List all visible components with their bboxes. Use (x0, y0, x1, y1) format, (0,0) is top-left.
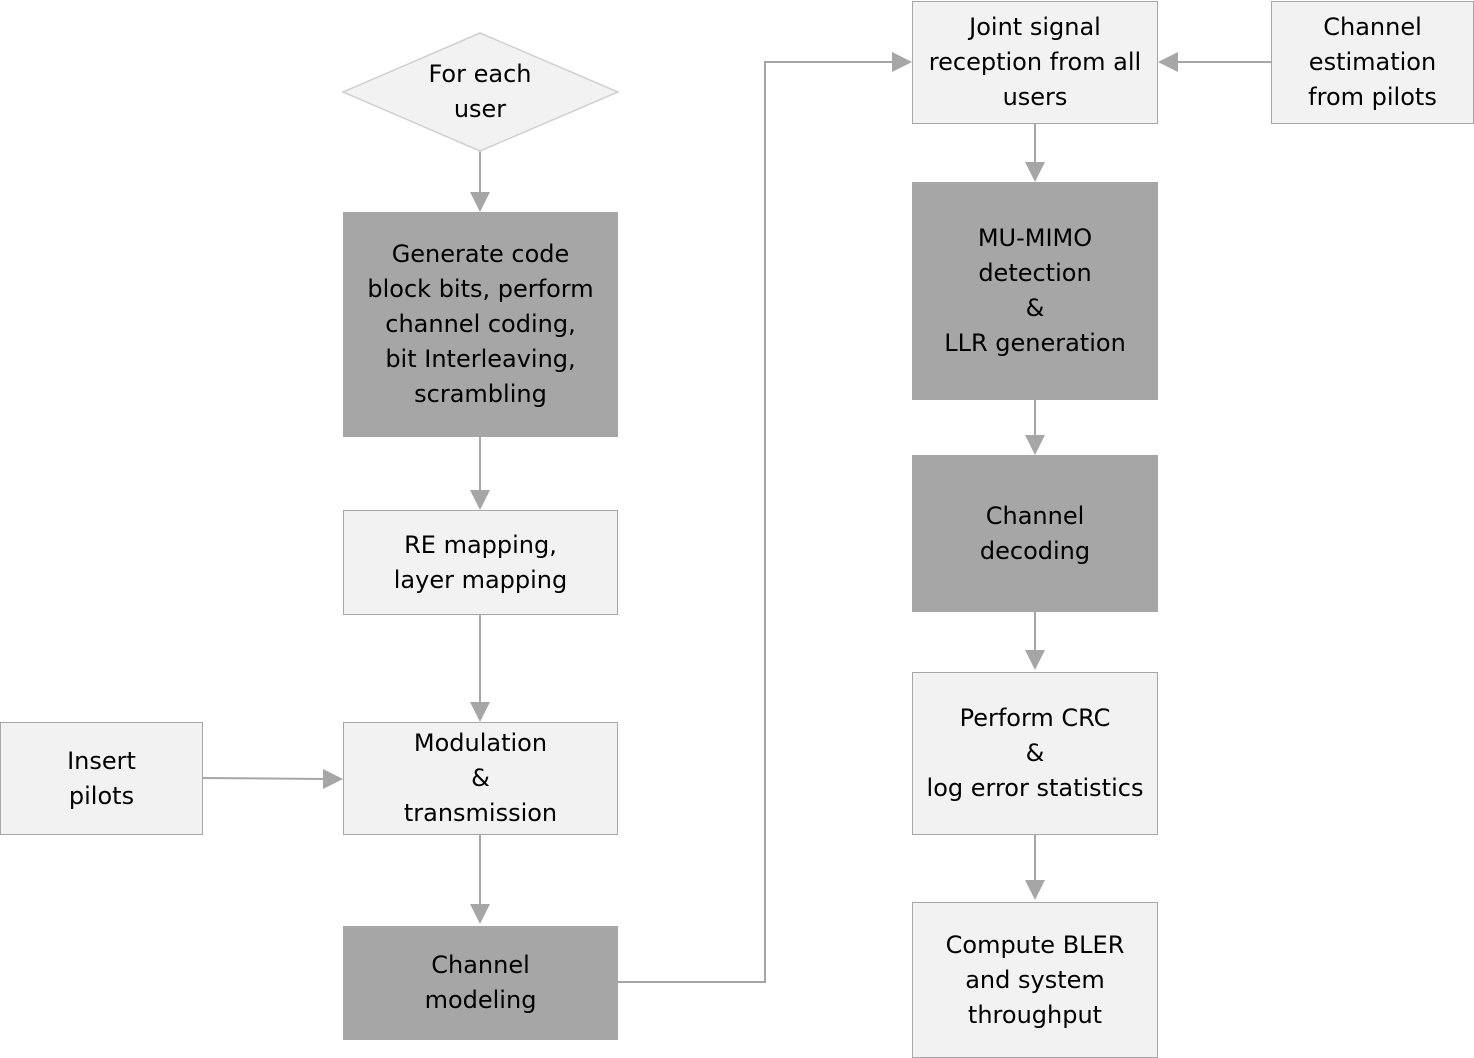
mu-mimo-detection-box: MU-MIMO detection & LLR generation (912, 182, 1158, 400)
channel-estimation-box: Channel estimation from pilots (1271, 1, 1474, 124)
arrowhead-remapping (470, 490, 490, 510)
channel-decoding-box: Channel decoding (912, 455, 1158, 612)
arrowhead-crc (1025, 650, 1045, 670)
arrowhead-pilots-to-modulation (323, 769, 343, 789)
re-mapping-box: RE mapping, layer mapping (343, 510, 618, 615)
arrow-pilots-to-modulation (202, 777, 326, 780)
compute-bler-box: Compute BLER and system throughput (912, 902, 1158, 1058)
insert-pilots-box: Insert pilots (0, 722, 203, 835)
generate-code-block-bits-box: Generate code block bits, perform channe… (343, 212, 618, 437)
connector-channel-modeling-to-joint-reception (618, 61, 894, 983)
arrowhead-mumimo (1025, 162, 1045, 182)
for-each-user-diamond (341, 32, 620, 152)
arrowhead-generate (470, 192, 490, 212)
arrowhead-modulation (470, 702, 490, 722)
arrowhead-joint-reception-right (1158, 52, 1178, 72)
arrowhead-joint-reception-left (892, 52, 912, 72)
for-each-user-label: For each user (428, 60, 532, 123)
perform-crc-box: Perform CRC & log error statistics (912, 672, 1158, 835)
arrowhead-decoding (1025, 435, 1045, 455)
joint-signal-reception-box: Joint signal reception from all users (912, 1, 1158, 124)
arrowhead-bler (1025, 880, 1045, 900)
modulation-transmission-box: Modulation & transmission (343, 722, 618, 835)
channel-modeling-box: Channel modeling (343, 926, 618, 1040)
arrowhead-channel-modeling (470, 904, 490, 924)
